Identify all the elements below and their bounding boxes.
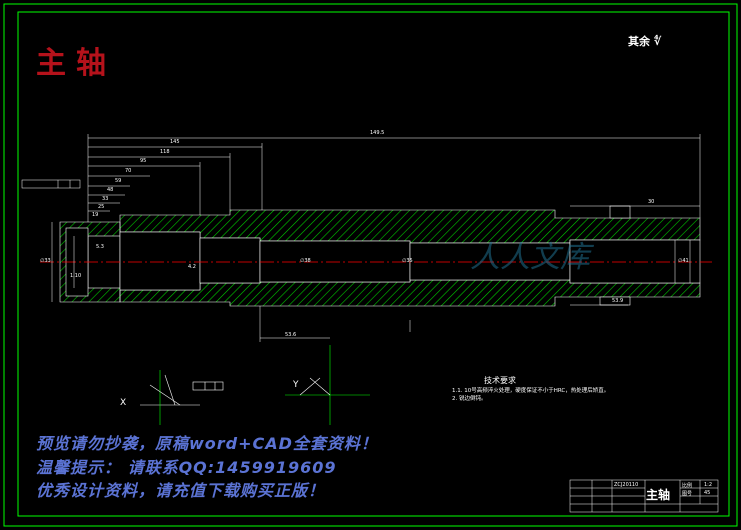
title-block-scale-label: 比例 xyxy=(682,483,693,489)
watermark-logo: 人人文库 xyxy=(470,240,590,275)
dim-label: 5.3 xyxy=(96,244,104,250)
title-block-drawing-no: ZCJ20110 xyxy=(614,482,639,488)
dim-label: 30 xyxy=(648,199,655,205)
promo-line-1: 预览请勿抄袭，原稿word+CAD全套资料！ xyxy=(36,434,378,453)
roughness-note: 其余 ∜ xyxy=(628,35,662,48)
dim-label: ∅38 xyxy=(300,258,311,264)
title-block-lines xyxy=(569,479,719,513)
dim-label: 1.10 xyxy=(70,273,82,279)
drawing-title: 主轴 xyxy=(36,46,116,81)
promo-line-2: 温馨提示： 请联系QQ:1459919609 xyxy=(36,458,337,477)
dim-label: 59 xyxy=(115,178,122,184)
dim-label: 48 xyxy=(107,187,114,193)
dimension-lines xyxy=(21,134,701,342)
title-block-material: 45 xyxy=(704,490,711,496)
outer-border xyxy=(3,3,738,527)
dim-label: ∅35 xyxy=(402,258,413,264)
dim-label: 53.9 xyxy=(612,298,624,304)
shaft-section xyxy=(59,205,701,307)
section-view-x xyxy=(140,370,224,425)
tech-requirements-title: 技术要求 xyxy=(484,376,516,385)
view-label-y: Y xyxy=(293,380,299,390)
title-block-sheet-label: 图号 xyxy=(682,491,693,497)
promo-line-3: 优秀设计资料，请充值下载购买正版！ xyxy=(36,481,326,500)
dim-label: 25 xyxy=(98,204,105,210)
tech-requirement-line: 2. 锐边倒钝。 xyxy=(452,396,487,402)
dim-label: 53.6 xyxy=(285,332,297,338)
title-block-part-name: 主轴 xyxy=(646,488,671,502)
view-label-x: X xyxy=(120,398,127,408)
dim-label: 70 xyxy=(125,168,132,174)
inner-border xyxy=(17,11,730,517)
dim-label: 145 xyxy=(170,139,180,145)
dim-label: ∅41 xyxy=(678,258,689,264)
dim-label: 118 xyxy=(160,149,170,155)
dim-label: 149.5 xyxy=(370,130,385,136)
tech-requirement-line: 1.1. 10号高频淬火处理，硬度保证不小于HRC，热处理后矫直。 xyxy=(452,388,610,394)
dim-label: 33 xyxy=(102,196,109,202)
section-view-y xyxy=(285,345,370,425)
dim-label: ∅33 xyxy=(40,258,51,264)
dim-label: 19 xyxy=(92,212,99,218)
title-block-scale-value: 1:2 xyxy=(704,482,713,488)
dim-label: 4.2 xyxy=(188,264,196,270)
dim-label: 95 xyxy=(140,158,147,164)
